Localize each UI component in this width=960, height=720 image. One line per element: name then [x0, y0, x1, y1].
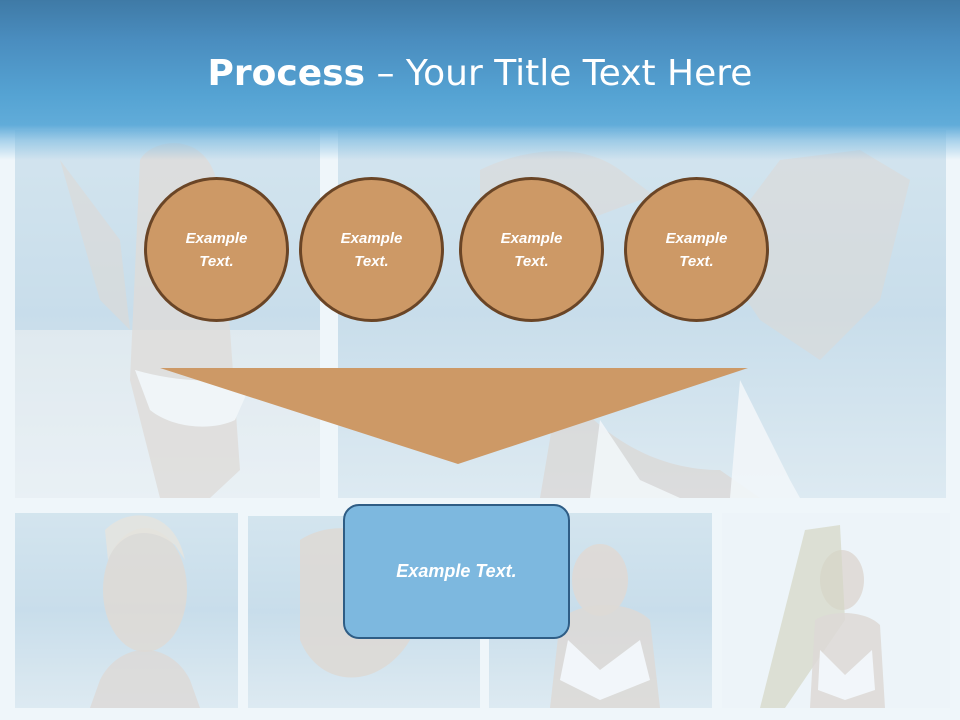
photo-tile-6 — [722, 513, 950, 708]
result-box[interactable]: Example Text. — [343, 504, 570, 639]
title-bold: Process — [207, 53, 366, 94]
step-label-1: Example Text. — [185, 229, 248, 270]
header-band — [0, 0, 960, 160]
slide-title[interactable]: Process – Your Title Text Here — [0, 50, 960, 98]
step-circle-3[interactable]: Example Text. — [459, 177, 604, 322]
result-label: Example Text. — [396, 561, 517, 581]
step-circle-1[interactable]: Example Text. — [144, 177, 289, 322]
step-label-2: Example Text. — [340, 229, 403, 270]
step-label-4: Example Text. — [665, 229, 728, 270]
step-circle-2[interactable]: Example Text. — [299, 177, 444, 322]
title-rest: – Your Title Text Here — [365, 53, 753, 94]
step-label-3: Example Text. — [500, 229, 563, 270]
photo-tile-5 — [489, 513, 712, 708]
step-circle-4[interactable]: Example Text. — [624, 177, 769, 322]
photo-tile-3 — [15, 513, 238, 708]
